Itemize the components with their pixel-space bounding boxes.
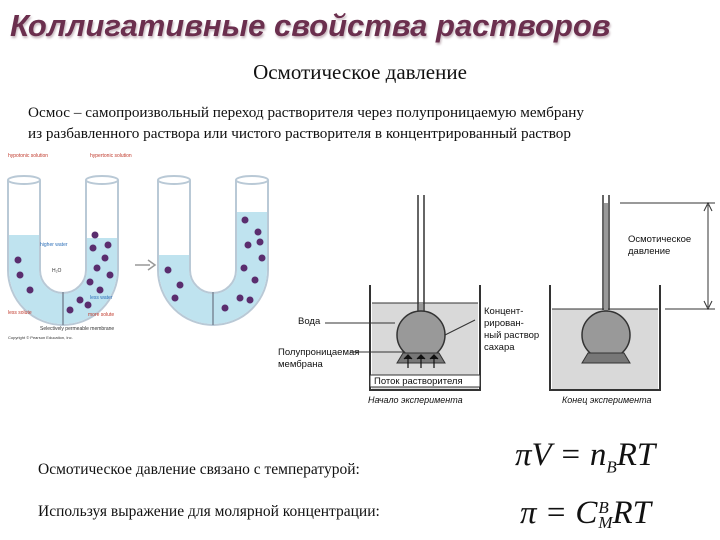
formula2-rt: RT [612,495,652,531]
formula2-sub: M [598,513,613,533]
water-label: Вода [298,316,321,327]
page-title: Коллигативные свойства растворов [10,8,611,43]
membrane-label-2: мембрана [278,359,323,370]
less-solute-label: less solute [8,310,32,316]
solvent-flow-label: Поток растворителя [374,376,463,387]
formula2-pi: π [520,495,537,531]
solution-label-2: рирован- [484,318,524,329]
less-water-label: less water [90,295,113,301]
solute-dots-after [164,216,266,312]
temperature-relation-text: Осмотическое давление связано с температ… [38,461,360,478]
solution-label-3: ный раствор [484,330,540,341]
vant-hoff-formula: πV = nBRT [515,437,655,478]
u-tube-illustration [7,175,269,326]
formula2-sup: B [598,498,609,518]
definition-line-1: Осмос – самопроизвольный переход раствор… [28,104,584,121]
u-tube-before [7,175,119,326]
hypertonic-label: hypertonic solution [90,153,132,159]
osmosis-definition: Осмос – самопроизвольный переход раствор… [28,102,718,144]
formula1-sub: B [606,457,617,477]
start-caption: Начало эксперимента [368,395,463,405]
formula1-eq: = n [551,437,607,473]
molar-concentration-text: Используя выражение для молярной концент… [38,503,380,520]
solution-label-4: сахара [484,342,515,353]
membrane-label-1: Полупроницаемая [278,347,360,358]
formula1-rt: RT [616,437,656,473]
beaker-end [549,195,661,391]
beaker-start [369,195,481,391]
page-subtitle: Осмотическое давление [253,60,467,84]
h2o-label: H₂O [52,268,62,274]
copyright-caption: Copyright © Pearson Education, Inc. [8,335,73,340]
membrane-label-en: Selectively permeable membrane [40,326,115,332]
formula2-eq: = C [536,495,598,531]
hypotonic-label: hypotonic solution [8,153,49,159]
solute-dots-before [14,231,114,314]
more-solute-label: more solute [88,312,115,318]
osmotic-pressure-label-2: давление [628,246,671,257]
higher-water-label: higher water [40,242,68,248]
osmotic-pressure-label-1: Осмотическое [628,234,692,245]
definition-line-2: из разбавленного раствора или чистого ра… [28,125,571,142]
solution-label-1: Концент- [484,306,524,317]
end-caption: Конец эксперимента [562,395,652,405]
beaker-illustration [325,195,715,391]
formula1-pi: πV [515,437,552,473]
